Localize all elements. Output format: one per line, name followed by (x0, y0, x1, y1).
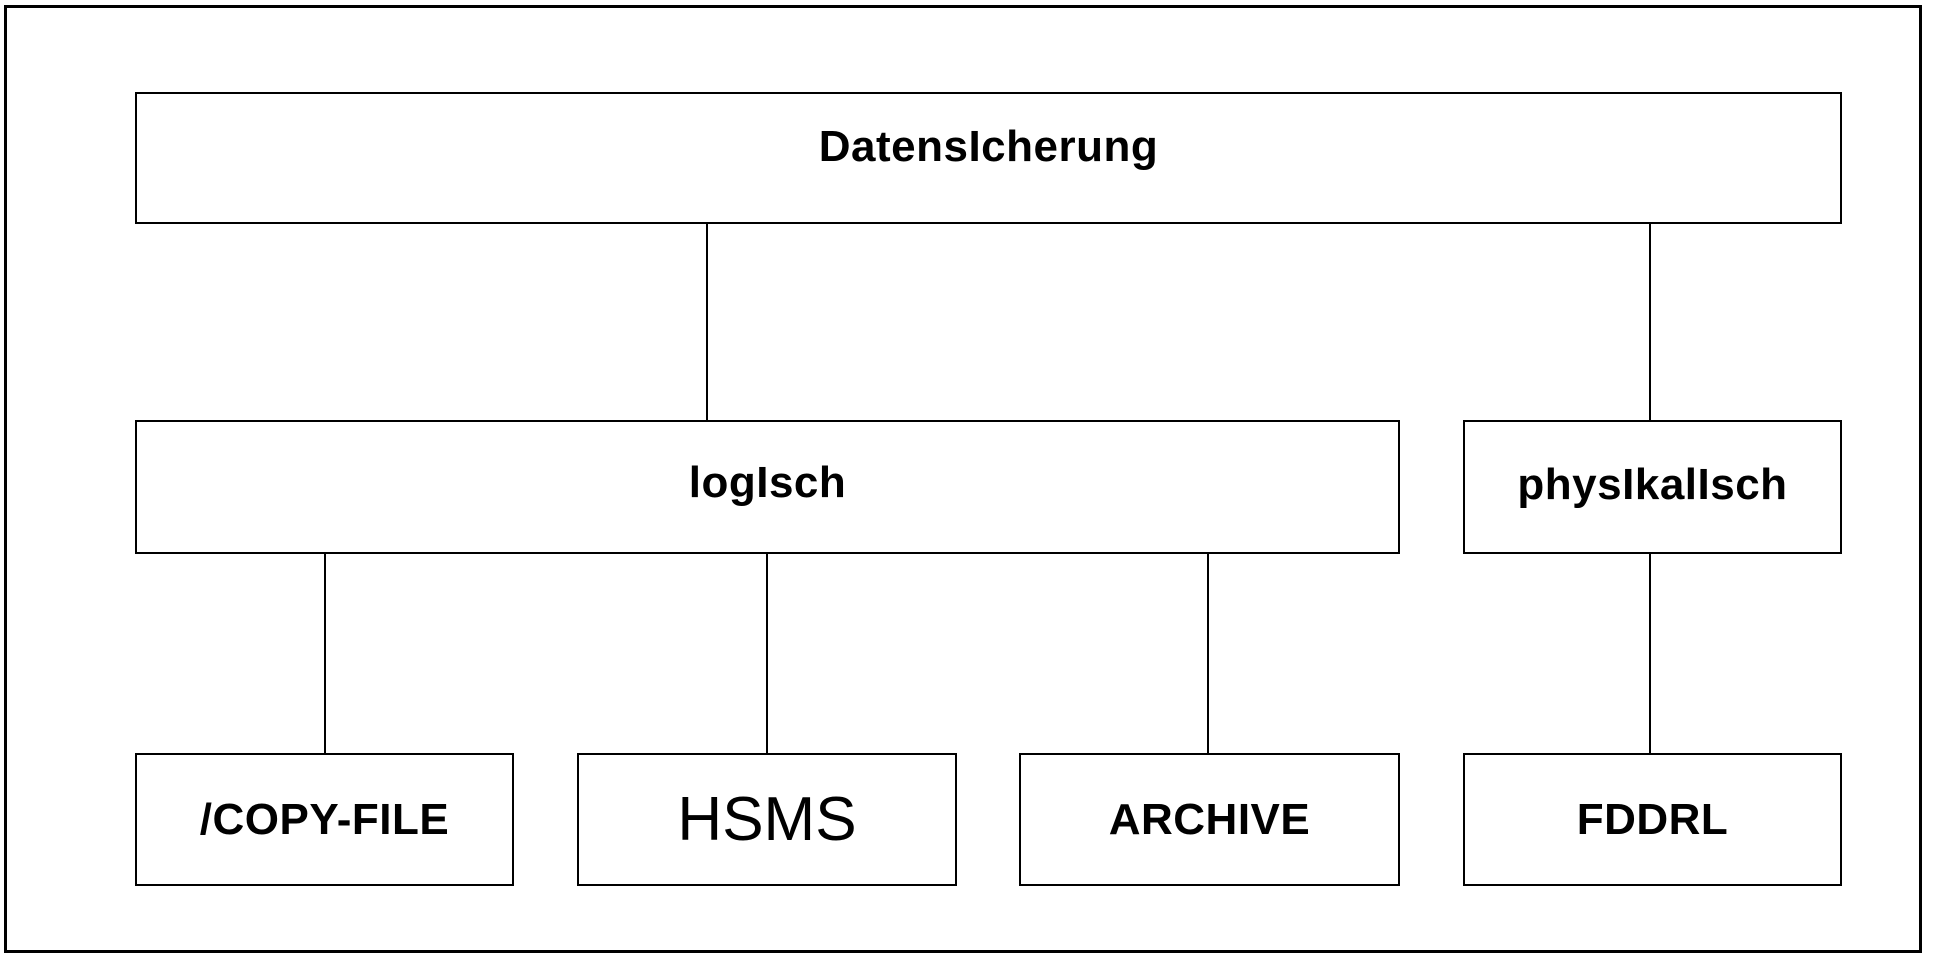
node-copy-file: /COPY-FILE (135, 753, 514, 886)
connector-logical-copy-file (324, 553, 326, 754)
connector-root-logical (706, 223, 708, 421)
node-hsms-label: HSMS (677, 785, 857, 854)
node-logical-label: logIsch (688, 458, 847, 507)
node-archive-label: ARCHIVE (1108, 794, 1311, 844)
connector-logical-hsms (766, 553, 768, 754)
connector-physical-fddrl (1649, 553, 1651, 754)
node-logical: logIsch (135, 420, 1400, 554)
node-copy-file-label: /COPY-FILE (199, 794, 450, 844)
node-archive: ARCHIVE (1019, 753, 1400, 886)
node-root: DatensIcherung (135, 92, 1842, 224)
node-root-label: DatensIcherung (818, 122, 1159, 171)
node-fddrl: FDDRL (1463, 753, 1842, 886)
node-physical-label: physIkalIsch (1517, 460, 1788, 509)
connector-root-physical (1649, 223, 1651, 421)
node-fddrl-label: FDDRL (1576, 794, 1729, 844)
connector-logical-archive (1207, 553, 1209, 754)
node-physical: physIkalIsch (1463, 420, 1842, 554)
node-hsms: HSMS (577, 753, 957, 886)
